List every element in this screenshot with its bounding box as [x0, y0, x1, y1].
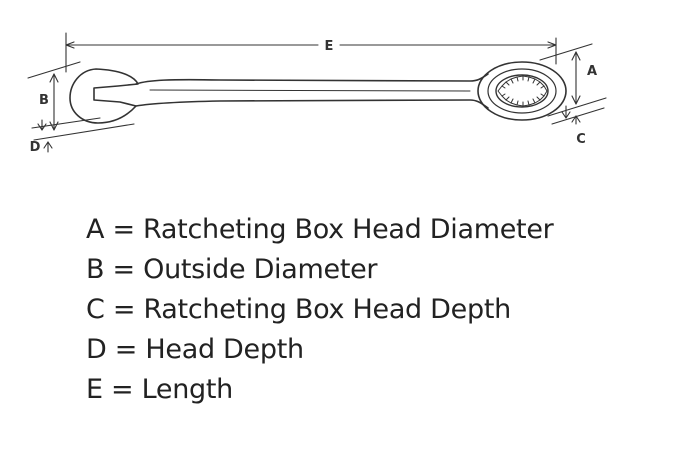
combination-wrench-outline — [69, 61, 567, 124]
wrench-shank-ridge — [149, 89, 471, 92]
dimension-label-b: B — [39, 93, 49, 108]
dimension-a-lines — [539, 43, 607, 117]
wrench-diagram: E A C B D — [27, 32, 607, 155]
dimension-label-d: D — [30, 140, 41, 155]
legend-item-b: B = Outside Diameter — [86, 254, 378, 285]
dimension-label-c: C — [576, 132, 586, 147]
legend-item-c: C = Ratcheting Box Head Depth — [86, 294, 511, 325]
dimension-legend: A = Ratcheting Box Head Diameter B = Out… — [86, 210, 554, 410]
dimension-e-lines — [65, 32, 557, 73]
dimension-label-e: E — [325, 39, 334, 54]
dimension-b-lines — [27, 61, 101, 131]
box-end-rim — [487, 68, 557, 114]
dimension-c-lines — [551, 105, 605, 125]
open-end-jaw — [69, 68, 139, 124]
legend-item-a: A = Ratcheting Box Head Diameter — [86, 214, 554, 245]
ratchet-gear-teeth — [497, 75, 548, 107]
box-end-outer — [477, 61, 567, 121]
dimension-label-a: A — [587, 64, 597, 79]
legend-item-e: E = Length — [86, 374, 233, 405]
legend-item-d: D = Head Depth — [86, 334, 304, 365]
dimension-d-lines — [33, 119, 135, 153]
ratchet-gear-outer — [495, 74, 549, 108]
